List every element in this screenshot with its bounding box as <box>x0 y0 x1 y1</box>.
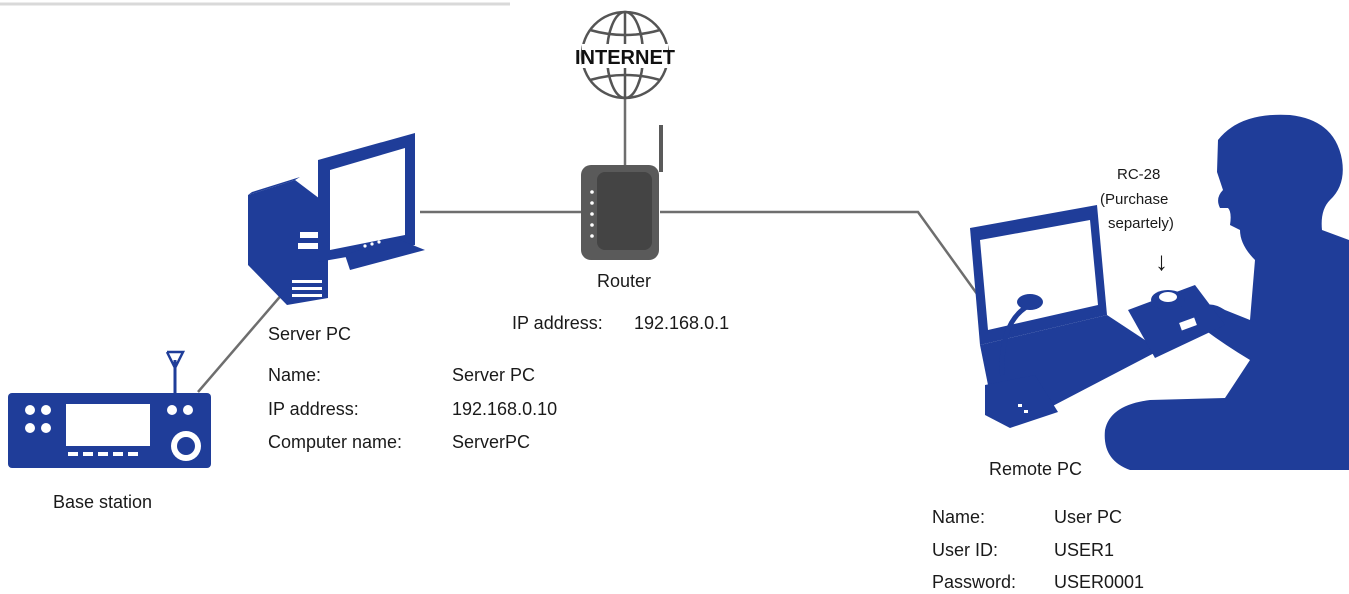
remote-name-value: User PC <box>1054 507 1123 527</box>
remote-pc-laptop-icon <box>852 205 1160 410</box>
rc28-model-label: RC-28 <box>1117 166 1161 183</box>
remote-password-value: USER0001 <box>1054 572 1145 592</box>
remote-pc-title: Remote PC <box>989 459 1083 479</box>
base-station-label: Base station <box>53 492 153 512</box>
globe-icon <box>580 10 670 100</box>
router-ip-label: IP address: <box>512 313 603 333</box>
router-label: Router <box>597 271 652 291</box>
server-pc-icon <box>248 133 425 305</box>
internet-label: INTERNET <box>575 47 675 69</box>
server-ip-value: 192.168.0.10 <box>452 399 558 419</box>
base-server-link <box>197 284 291 393</box>
router-ip-value: 192.168.0.1 <box>634 313 730 333</box>
microphone-icon <box>985 294 1058 428</box>
router-icon <box>581 125 663 260</box>
user-silhouette-icon <box>1104 114 1349 470</box>
remote-user-id-value: USER1 <box>1054 540 1115 560</box>
rc28-note-line2: separtely) <box>1108 215 1174 232</box>
rc28-controller-icon <box>1128 285 1225 358</box>
server-computer-name-key: Computer name: <box>268 432 403 452</box>
remote-password-key: Password: <box>932 572 1017 592</box>
remote-user-id-key: User ID: <box>932 540 999 560</box>
server-name-key: Name: <box>268 365 322 385</box>
server-pc-title: Server PC <box>268 324 352 344</box>
base-station-radio-icon <box>8 350 211 468</box>
server-ip-key: IP address: <box>268 399 359 419</box>
connections <box>197 96 987 393</box>
rc28-arrow: ↓ <box>1155 246 1168 276</box>
router-remote-link <box>660 210 987 306</box>
server-name-value: Server PC <box>452 365 536 385</box>
rc28-note-line1: (Purchase <box>1100 191 1169 208</box>
remote-name-key: Name: <box>932 507 986 527</box>
server-computer-name-value: ServerPC <box>452 432 531 452</box>
